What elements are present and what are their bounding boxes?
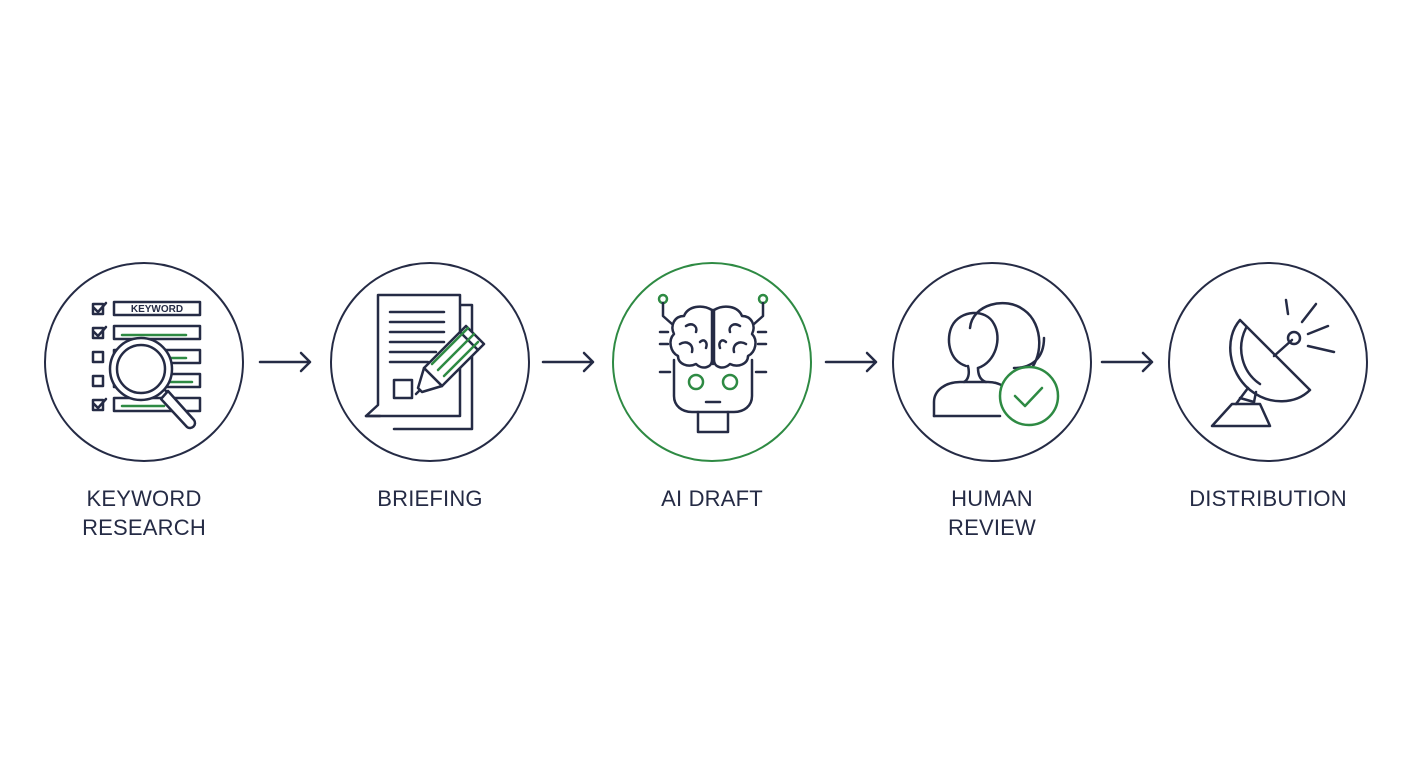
arrow-right-icon [258, 351, 312, 373]
step-label: DISTRIBUTION [1158, 484, 1378, 513]
step-circle: KEYWORD [44, 262, 244, 462]
satellite-dish-icon [1210, 298, 1336, 428]
step-label: KEYWORD RESEARCH [34, 484, 254, 542]
arrow-right-icon [1100, 351, 1154, 373]
step-label-line: AI DRAFT [661, 486, 763, 511]
robot-brain-icon [657, 293, 769, 434]
step-label-line: HUMAN [951, 486, 1033, 511]
step-label-line: BRIEFING [377, 486, 483, 511]
arrow-right-icon [824, 351, 878, 373]
step-circle [892, 262, 1092, 462]
magnifier-checklist-icon: KEYWORD [91, 300, 202, 430]
step-label-line: KEYWORD [86, 486, 202, 511]
keyword-icon-text: KEYWORD [131, 304, 183, 315]
step-label: AI DRAFT [602, 484, 822, 513]
step-label: BRIEFING [320, 484, 540, 513]
arrow-right-icon [541, 351, 595, 373]
step-label: HUMAN REVIEW [882, 484, 1102, 542]
step-label-line: REVIEW [948, 515, 1036, 540]
step-circle [1168, 262, 1368, 462]
step-label-line: DISTRIBUTION [1189, 486, 1347, 511]
step-circle [612, 262, 812, 462]
step-label-line: RESEARCH [82, 515, 206, 540]
document-pencil-icon [364, 293, 486, 431]
person-checkmark-icon [932, 301, 1060, 427]
step-circle [330, 262, 530, 462]
